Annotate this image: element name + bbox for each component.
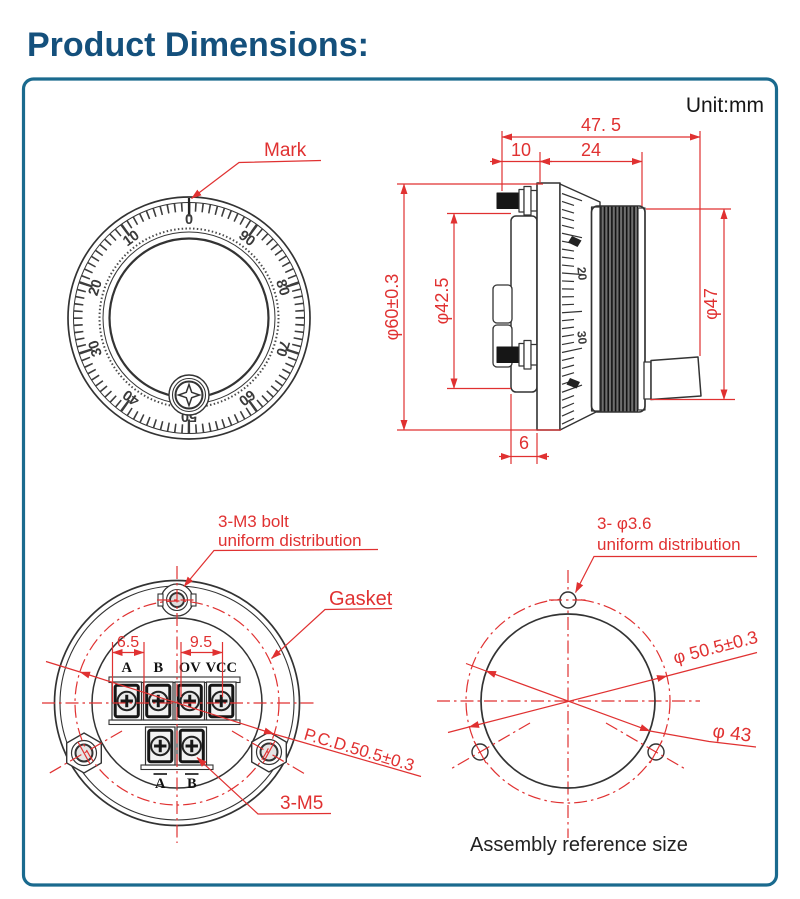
hole-label-line2: uniform distribution [597, 535, 741, 554]
dial-face-edge [108, 237, 270, 399]
pcd-diameter-line [79, 671, 275, 735]
dial-number: 10 [120, 228, 142, 250]
dim-step: 6 [519, 433, 529, 453]
hole-label-line1: 3- φ3.6 [597, 514, 652, 533]
wheel-outline [590, 205, 646, 413]
dim-overall-width: 47. 5 [581, 115, 621, 135]
m3-leader-line [183, 548, 379, 587]
side-view-body: 20 30 [492, 182, 702, 431]
rear-view: A B OV VCC A B 6.5 [42, 512, 422, 843]
dial-number: 70 [272, 338, 292, 358]
pcd-label: P.C.D.50.5±0.3 [302, 725, 417, 776]
dial-number: 60 [235, 386, 257, 408]
rear-view-dimensions: 6.5 9.5 [111, 634, 224, 702]
dial-knurled-ring [98, 227, 280, 409]
wheel-rim-left [590, 206, 601, 412]
gasket-leader-line [271, 607, 393, 659]
dial-outer-rim [67, 196, 311, 440]
cone-number: 30 [574, 330, 589, 345]
dial-number: 80 [272, 278, 292, 298]
dim-flange-dia: φ60±0.3 [382, 274, 402, 341]
bore-diameter-line [485, 670, 651, 732]
crank-knob [168, 374, 210, 416]
terminal-label-b-bar: B [187, 776, 197, 792]
m3-bolt-label-line1: 3-M3 bolt [218, 512, 289, 531]
terminal-label-a-bar: A [155, 776, 166, 792]
mark-leader-line [191, 159, 322, 199]
m5-label: 3-M5 [280, 793, 323, 814]
page-title: Product Dimensions: [27, 26, 369, 64]
side-view-dimensions: 47. 5 10 24 φ60±0.3 φ42.5 φ47 6 [382, 115, 735, 464]
dial-number: 0 [185, 212, 193, 228]
dial-number: 30 [86, 338, 106, 358]
terminal-rail-mid [108, 719, 241, 726]
gasket-pcd-circle [74, 600, 280, 806]
dim-pitch-a: 6.5 [117, 634, 139, 651]
bore-dia-label: φ 43 [711, 721, 752, 747]
m5-leader-line [196, 757, 332, 815]
cone-ticks [561, 192, 583, 425]
assembly-caption: Assembly reference size [470, 834, 688, 856]
dial-number: 40 [120, 386, 142, 408]
side-view: 20 30 [382, 115, 735, 464]
assembly-pcd-label: φ 50.5±0.3 [671, 627, 760, 668]
m3-bolt-label-line2: uniform distribution [218, 531, 362, 550]
dim-shaft: 10 [511, 140, 531, 160]
flange-plate [536, 182, 561, 431]
terminal-label-b: B [153, 660, 163, 676]
phillips-screw-icon [176, 382, 202, 408]
cone-pointer-top [568, 236, 582, 247]
stud-bolt-top [496, 192, 520, 209]
dim-body: 24 [581, 140, 601, 160]
terminal-label-ov: OV [179, 660, 201, 676]
dial-number: 90 [235, 228, 257, 250]
handle-grip [650, 356, 702, 401]
dim-wheel-dia: φ47 [701, 288, 721, 320]
gasket-label: Gasket [329, 588, 393, 610]
stud-bolt-bottom [496, 346, 520, 363]
terminal-label-a: A [122, 660, 133, 676]
hole-leader-line [574, 555, 757, 593]
connector-block-upper [492, 284, 513, 324]
cone-number: 20 [574, 266, 589, 281]
drawing-frame [21, 77, 779, 887]
assembly-view: φ 50.5±0.3 φ 43 3- φ3.6 uniform distribu… [437, 514, 760, 856]
dim-body-dia: φ42.5 [432, 278, 452, 325]
dial-numbers: 0 10 20 30 40 50 60 70 80 90 [86, 212, 293, 424]
cone-pointer-bottom [566, 378, 580, 389]
mark-label: Mark [264, 140, 307, 161]
front-view-dial: 0 10 20 30 40 50 60 70 80 90 Mark [67, 140, 322, 440]
unit-label: Unit:mm [686, 94, 764, 117]
dial-number: 20 [86, 278, 106, 298]
handle-neck [643, 361, 652, 400]
dim-pitch-b: 9.5 [190, 634, 212, 651]
terminal-label-vcc: VCC [206, 660, 237, 676]
